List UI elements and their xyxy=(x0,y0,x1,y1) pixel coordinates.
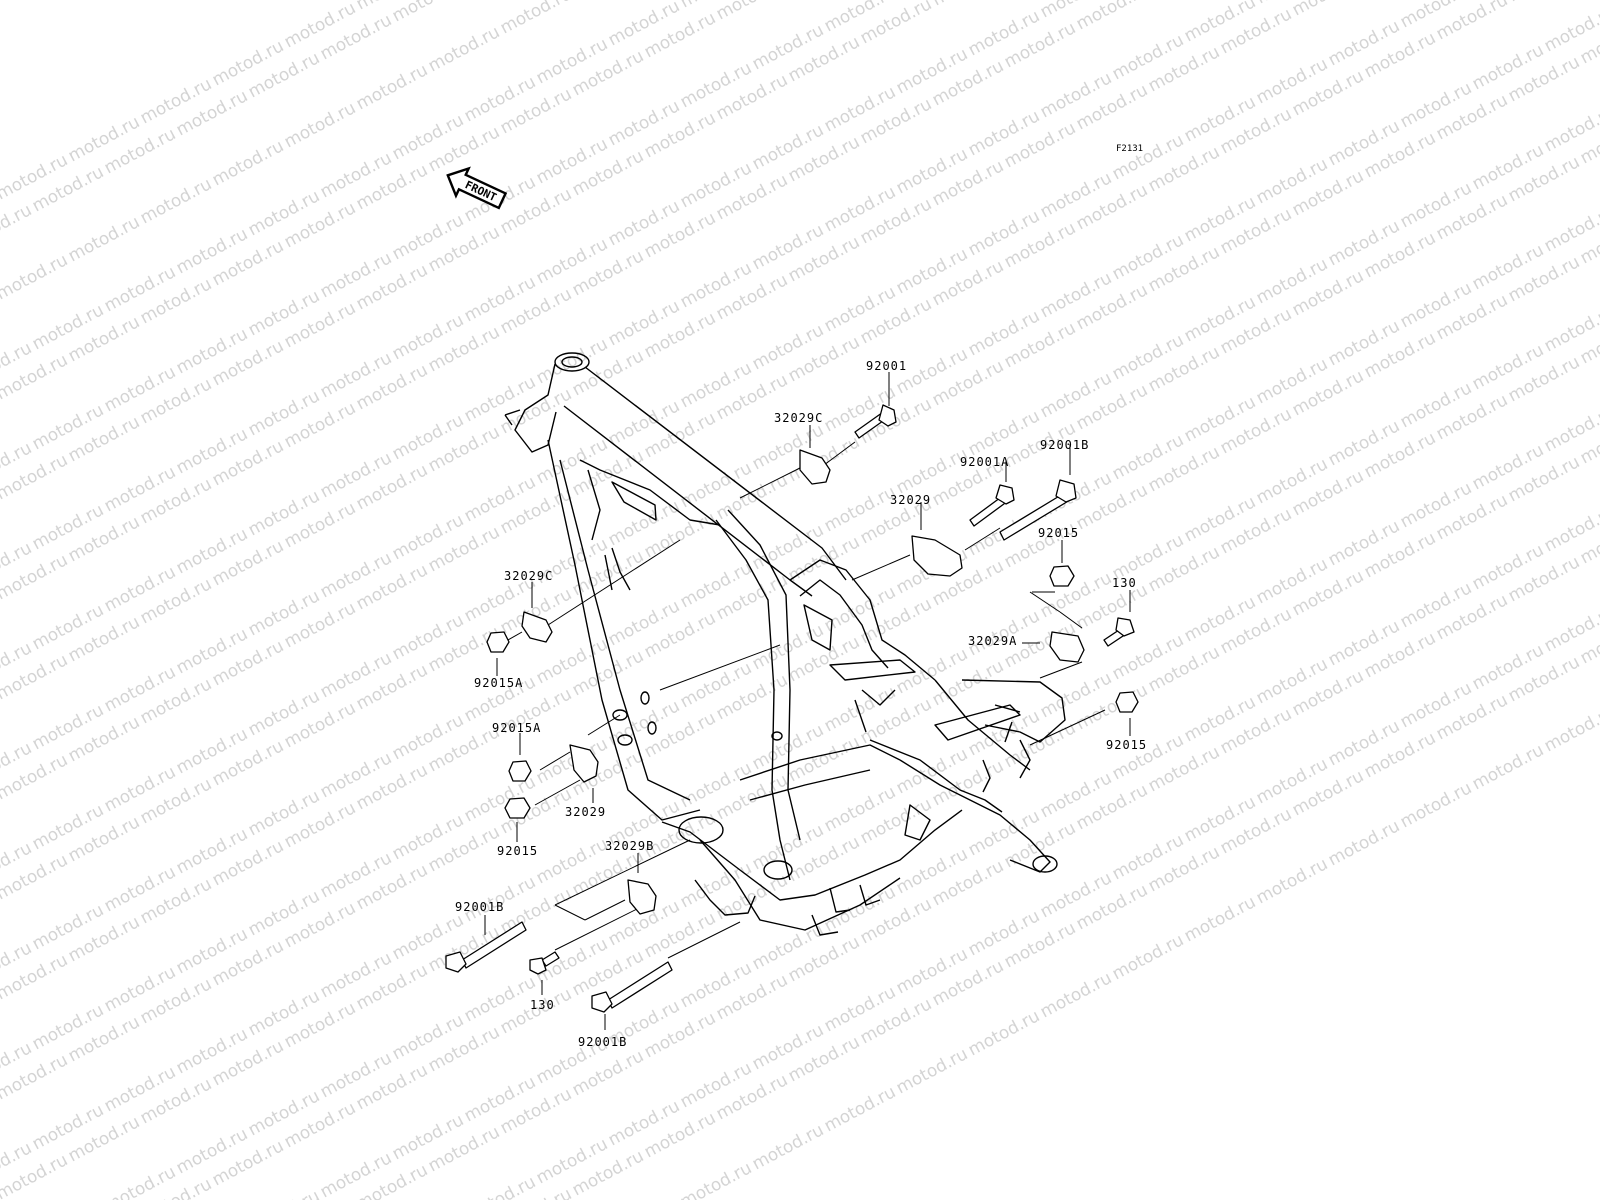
label-32029C-top: 32029C xyxy=(774,411,823,425)
label-92015A-left: 92015A xyxy=(474,676,523,690)
plate-32029A xyxy=(1049,631,1085,663)
plate-32029B xyxy=(627,879,657,915)
label-92015-left: 92015 xyxy=(497,844,538,858)
nut-92015-left xyxy=(504,797,531,819)
leader-lines xyxy=(484,372,1131,1030)
label-32029C-left: 32029C xyxy=(504,569,553,583)
label-92001B-left: 92001B xyxy=(455,900,504,914)
plate-32029-left xyxy=(569,744,599,783)
nut-92015-right xyxy=(1115,691,1139,713)
front-arrow-icon: FRONT xyxy=(446,166,508,210)
nut-92015A-mid xyxy=(508,760,532,782)
plate-32029C-top xyxy=(799,449,831,485)
label-92001A: 92001A xyxy=(960,455,1009,469)
label-92001B-bottom: 92001B xyxy=(578,1035,627,1049)
motorcycle-frame xyxy=(504,352,1066,936)
bolt-92001B-bottom xyxy=(591,961,673,1013)
bolt-130-right xyxy=(1103,617,1135,647)
label-130-right: 130 xyxy=(1112,576,1137,590)
label-32029A: 32029A xyxy=(968,634,1017,648)
label-32029-left: 32029 xyxy=(565,805,606,819)
label-92001: 92001 xyxy=(866,359,907,373)
label-32029B: 32029B xyxy=(605,839,654,853)
label-92001B-top: 92001B xyxy=(1040,438,1089,452)
bolt-92001B-left xyxy=(445,921,527,973)
label-92015-top: 92015 xyxy=(1038,526,1079,540)
label-32029-top: 32029 xyxy=(890,493,931,507)
bolt-92001 xyxy=(854,404,897,439)
bolt-92001B-top xyxy=(999,479,1077,541)
nut-92015A-left xyxy=(486,631,510,653)
bolt-130-bottom xyxy=(529,951,560,975)
plate-32029C-left xyxy=(521,611,553,643)
parts xyxy=(445,404,1139,1013)
nut-92015-top xyxy=(1049,565,1075,587)
bolt-92001A xyxy=(969,484,1015,527)
label-92015A-mid: 92015A xyxy=(492,721,541,735)
plate-32029-top xyxy=(911,535,963,577)
label-130-bottom: 130 xyxy=(530,998,555,1012)
label-92015-right: 92015 xyxy=(1106,738,1147,752)
part-labels: 92001 32029C 92001A 92001B 32029 92015 1… xyxy=(455,359,1147,1049)
figure-code: F2131 xyxy=(1116,144,1143,154)
